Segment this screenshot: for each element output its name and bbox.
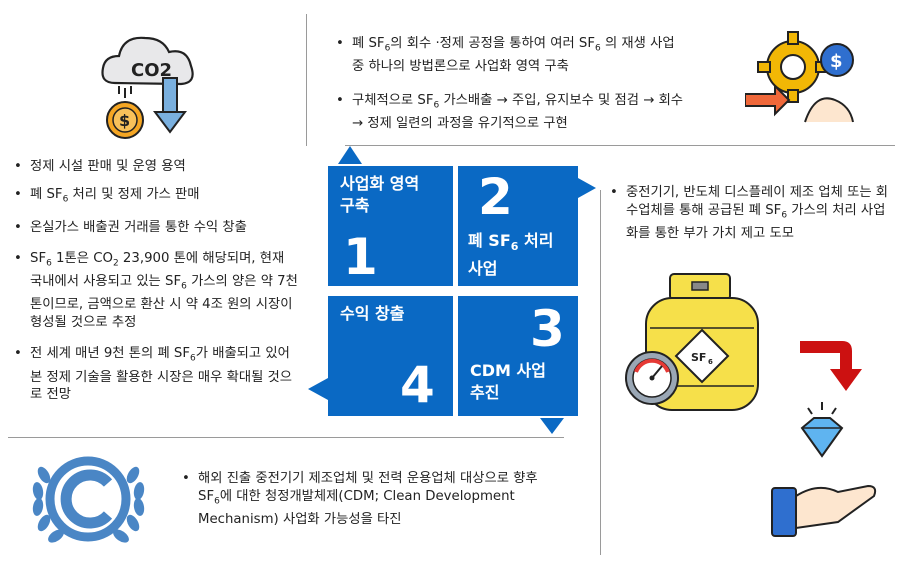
tile-3-title: CDM 사업 추진 bbox=[470, 361, 546, 402]
tile-4-number: 4 bbox=[400, 356, 435, 414]
sf6-gas-cylinder-icon: SF 6 bbox=[625, 273, 759, 411]
tile-1-title: 사업화 영역 구축 bbox=[340, 174, 420, 215]
cycle-arrow-br bbox=[540, 418, 564, 434]
top-right-bullets: 폐 SF6의 회수 ·정제 공정을 통하여 여러 SF6 의 재생 사업 중 하… bbox=[332, 35, 687, 132]
tile-4-title: 수익 창출 bbox=[340, 304, 405, 323]
tile-3-cdm: 3 CDM 사업 추진 bbox=[458, 296, 578, 416]
bottom-bullets: 해외 진출 중전기기 제조업체 및 전력 운용업체 대상으로 향후 SF6에 대… bbox=[178, 470, 558, 528]
svg-text:$: $ bbox=[830, 51, 843, 72]
right-bullets: 중전기기, 반도체 디스플레이 제조 업체 또는 회수업체를 통해 공급된 폐 … bbox=[606, 184, 896, 242]
bottom-bullet-1: 해외 진출 중전기기 제조업체 및 전력 운용업체 대상으로 향후 SF6에 대… bbox=[178, 470, 558, 528]
left-bullets: 정제 시설 판매 및 운영 용역 폐 SF6 처리 및 정제 가스 판매 온실가… bbox=[10, 158, 300, 404]
un-cdm-logo bbox=[32, 456, 145, 543]
left-bullet-2: 폐 SF6 처리 및 정제 가스 판매 bbox=[10, 186, 300, 209]
gear-money-icon: $ bbox=[745, 31, 854, 123]
left-bullet-3: 온실가스 배출권 거래를 통한 수익 창출 bbox=[10, 219, 300, 237]
co2-cloud-coin-icon: CO2 $ bbox=[101, 36, 194, 139]
cycle-arrow-tr bbox=[578, 178, 596, 198]
tile-2-waste-sf6: 2 폐 SF6 처리 사업 bbox=[458, 166, 578, 286]
tile-2-title: 폐 SF6 처리 사업 bbox=[468, 231, 554, 279]
divider-right-vertical bbox=[600, 190, 601, 555]
divider-left-horizontal bbox=[8, 437, 564, 438]
tile-3-number: 3 bbox=[530, 300, 565, 358]
top-right-bullet-2: 구체적으로 SF6 가스배출 → 주입, 유지보수 및 점검 → 회수 → 정제… bbox=[332, 92, 687, 133]
cylinder-sub: 6 bbox=[708, 358, 713, 366]
tile-4-revenue: 수익 창출 4 bbox=[328, 296, 453, 416]
right-bullet-1: 중전기기, 반도체 디스플레이 제조 업체 또는 회수업체를 통해 공급된 폐 … bbox=[606, 184, 896, 242]
svg-text:$: $ bbox=[119, 111, 130, 130]
tile-1-business-area: 사업화 영역 구축 1 bbox=[328, 166, 453, 286]
cylinder-label: SF bbox=[691, 351, 706, 364]
co2-text: CO2 bbox=[131, 60, 172, 81]
left-paragraph-2: 전 세계 매년 9천 톤의 폐 SF6가 배출되고 있어 본 정제 기술을 활용… bbox=[10, 345, 300, 403]
tile-1-number: 1 bbox=[343, 228, 378, 286]
cycle-arrow-tl bbox=[338, 146, 362, 164]
tile-2-number: 2 bbox=[478, 168, 513, 226]
left-paragraph-1: SF6 1톤은 CO2 23,900 톤에 해당되며, 현재 국내에서 사용되고… bbox=[10, 250, 300, 331]
cycle-arrow-bl bbox=[308, 378, 328, 400]
top-right-bullet-1: 폐 SF6의 회수 ·정제 공정을 통하여 여러 SF6 의 재생 사업 중 하… bbox=[332, 35, 687, 76]
diamond-hand-icon bbox=[771, 402, 877, 537]
divider-top-vertical bbox=[306, 14, 307, 146]
red-arrow-icon bbox=[800, 341, 862, 391]
left-bullet-1: 정제 시설 판매 및 운영 용역 bbox=[10, 158, 300, 176]
divider-top-horizontal bbox=[345, 145, 895, 146]
